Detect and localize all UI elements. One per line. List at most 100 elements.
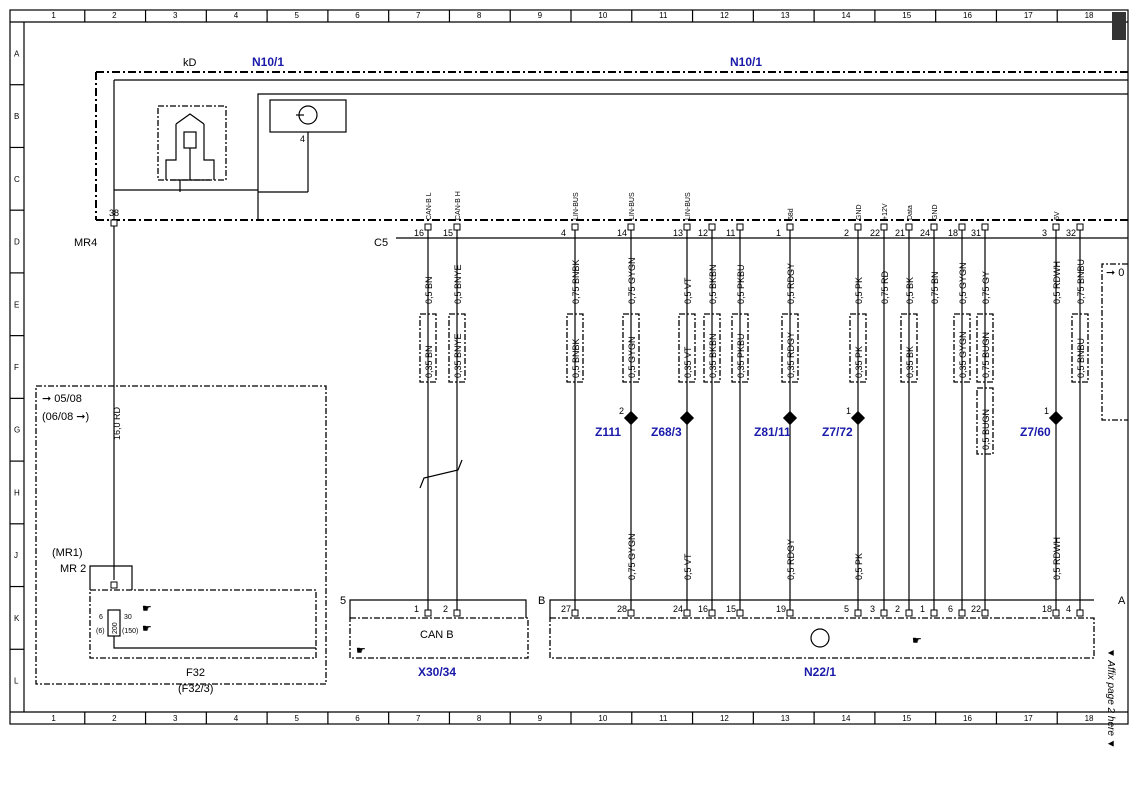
wire-segment-box: [953, 313, 971, 383]
relay-coil-icon: [183, 131, 197, 149]
n10-label-left: N10/1: [252, 55, 284, 69]
grid-col-label: 6: [355, 714, 360, 723]
splice-pin: 2: [619, 406, 624, 416]
top-pin-number: 31: [971, 228, 981, 238]
grid-col-label: 8: [477, 11, 482, 20]
edge-region: [1101, 263, 1128, 421]
top-pin-terminal: [453, 223, 461, 231]
n22-conn-label: B: [538, 595, 545, 607]
signal-label: GND: [856, 204, 863, 220]
grid-col-label: 4: [234, 11, 239, 20]
f32-label: F32: [186, 667, 205, 679]
grid-col-label: 8: [477, 714, 482, 723]
grid-col-label: 4: [234, 714, 239, 723]
x30-conn-label: 5: [340, 595, 346, 607]
grid-col-label: 5: [295, 11, 300, 20]
grid-col-label: 17: [1024, 11, 1033, 20]
x30-bracket: [349, 599, 527, 618]
relay-wire-a: [165, 124, 177, 180]
grid-col-label: 1: [51, 11, 56, 20]
grid-col-label: 18: [1085, 714, 1094, 723]
edge-arrow-label: ➞ 0: [1106, 267, 1124, 279]
mr-bracket: [89, 565, 133, 590]
grid-row-label: A: [14, 49, 20, 58]
n22-label: N22/1: [804, 665, 836, 679]
wire-mid-label: 0,35 BKBN: [708, 333, 718, 378]
grid-col-label: 14: [842, 11, 851, 20]
transistor-pin: 4: [300, 134, 305, 144]
splice-label: Z68/3: [651, 425, 682, 439]
grid-col-label: 17: [1024, 714, 1033, 723]
bottom-pin-terminal: [958, 609, 966, 617]
can-crossing: [419, 459, 463, 489]
relay-wire-b: [203, 124, 215, 180]
wire-upper-label: 0,5 GYGN: [958, 262, 968, 304]
wire-lower-label: 0,5 BUGN: [981, 409, 991, 450]
splice-label: Z7/60: [1020, 425, 1051, 439]
top-pin-number: 11: [726, 228, 735, 238]
grid-col-label: 15: [902, 11, 911, 20]
bottom-pin-terminal: [786, 609, 794, 617]
grid-row-label: F: [14, 363, 19, 372]
bottom-pin-terminal: [708, 609, 716, 617]
wire-mid-label: 0,35 BN: [424, 345, 434, 378]
n22-conn-a-label: A: [1118, 595, 1126, 607]
grid-col-label: 12: [720, 11, 729, 20]
grid-row-label: H: [14, 488, 20, 497]
n10-inner-step: [257, 93, 1128, 220]
grid-col-label: 3: [173, 11, 178, 20]
wire-segment-box: [419, 313, 437, 383]
hand-icon: ☛: [356, 645, 366, 657]
date-label-1: ➞ 05/08: [42, 393, 82, 405]
grid-col-label: 13: [781, 11, 790, 20]
fuse-box: [89, 589, 317, 659]
n10-label-right: N10/1: [730, 55, 762, 69]
signal-label: CAN-B L: [426, 192, 433, 220]
bottom-pin-number: 24: [673, 604, 683, 614]
grid-col-label: 14: [842, 714, 851, 723]
wire-upper-label: 0,5 PK: [854, 277, 864, 304]
mr2-label: MR 2: [60, 563, 86, 575]
signal-label: GND: [932, 204, 939, 220]
top-pin-terminal: [1052, 223, 1060, 231]
top-pin-terminal: [683, 223, 691, 231]
drawing-frame: [9, 9, 1129, 725]
top-pin-number: 14: [617, 228, 627, 238]
grid-col-label: 7: [416, 11, 421, 20]
bottom-pin-terminal: [880, 609, 888, 617]
wire-segment-box: [849, 313, 867, 383]
grid-col-label: 16: [963, 714, 972, 723]
top-pin-terminal: [1076, 223, 1084, 231]
top-pin-terminal: [786, 223, 794, 231]
splice-pin: 1: [846, 406, 851, 416]
grid-col-label: 2: [112, 11, 117, 20]
relay-switch-icon: [175, 113, 205, 125]
wire-lower-label: 0,5 RDWH: [1052, 537, 1062, 580]
top-pin-number: 21: [895, 228, 905, 238]
top-pin-number: 15: [443, 228, 453, 238]
hand-icon: ☛: [142, 603, 152, 615]
top-pin-terminal: [736, 223, 744, 231]
wire-mid-label: 0,35 BNYE: [453, 333, 463, 378]
fuse-rating: 200: [112, 622, 119, 634]
top-pin-number: 32: [1066, 228, 1076, 238]
can-b-label: CAN B: [420, 629, 454, 641]
top-pin-number: 18: [948, 228, 958, 238]
wire-lower-label: 0,75 GYGN: [627, 533, 637, 580]
relay-box: [157, 105, 227, 181]
fuse-pin-b: (6): [96, 628, 105, 635]
wire-segment-box: [976, 313, 994, 383]
bottom-pin-terminal: [571, 609, 579, 617]
can-twist-line: [419, 459, 463, 489]
wire-segment-box: [1071, 313, 1089, 383]
wire-segment-box: [703, 313, 721, 383]
grid-col-label: 11: [659, 11, 668, 20]
n22-box: [549, 617, 1095, 659]
bottom-pin-number: 2: [895, 604, 900, 614]
grid-row-label: E: [14, 300, 19, 309]
